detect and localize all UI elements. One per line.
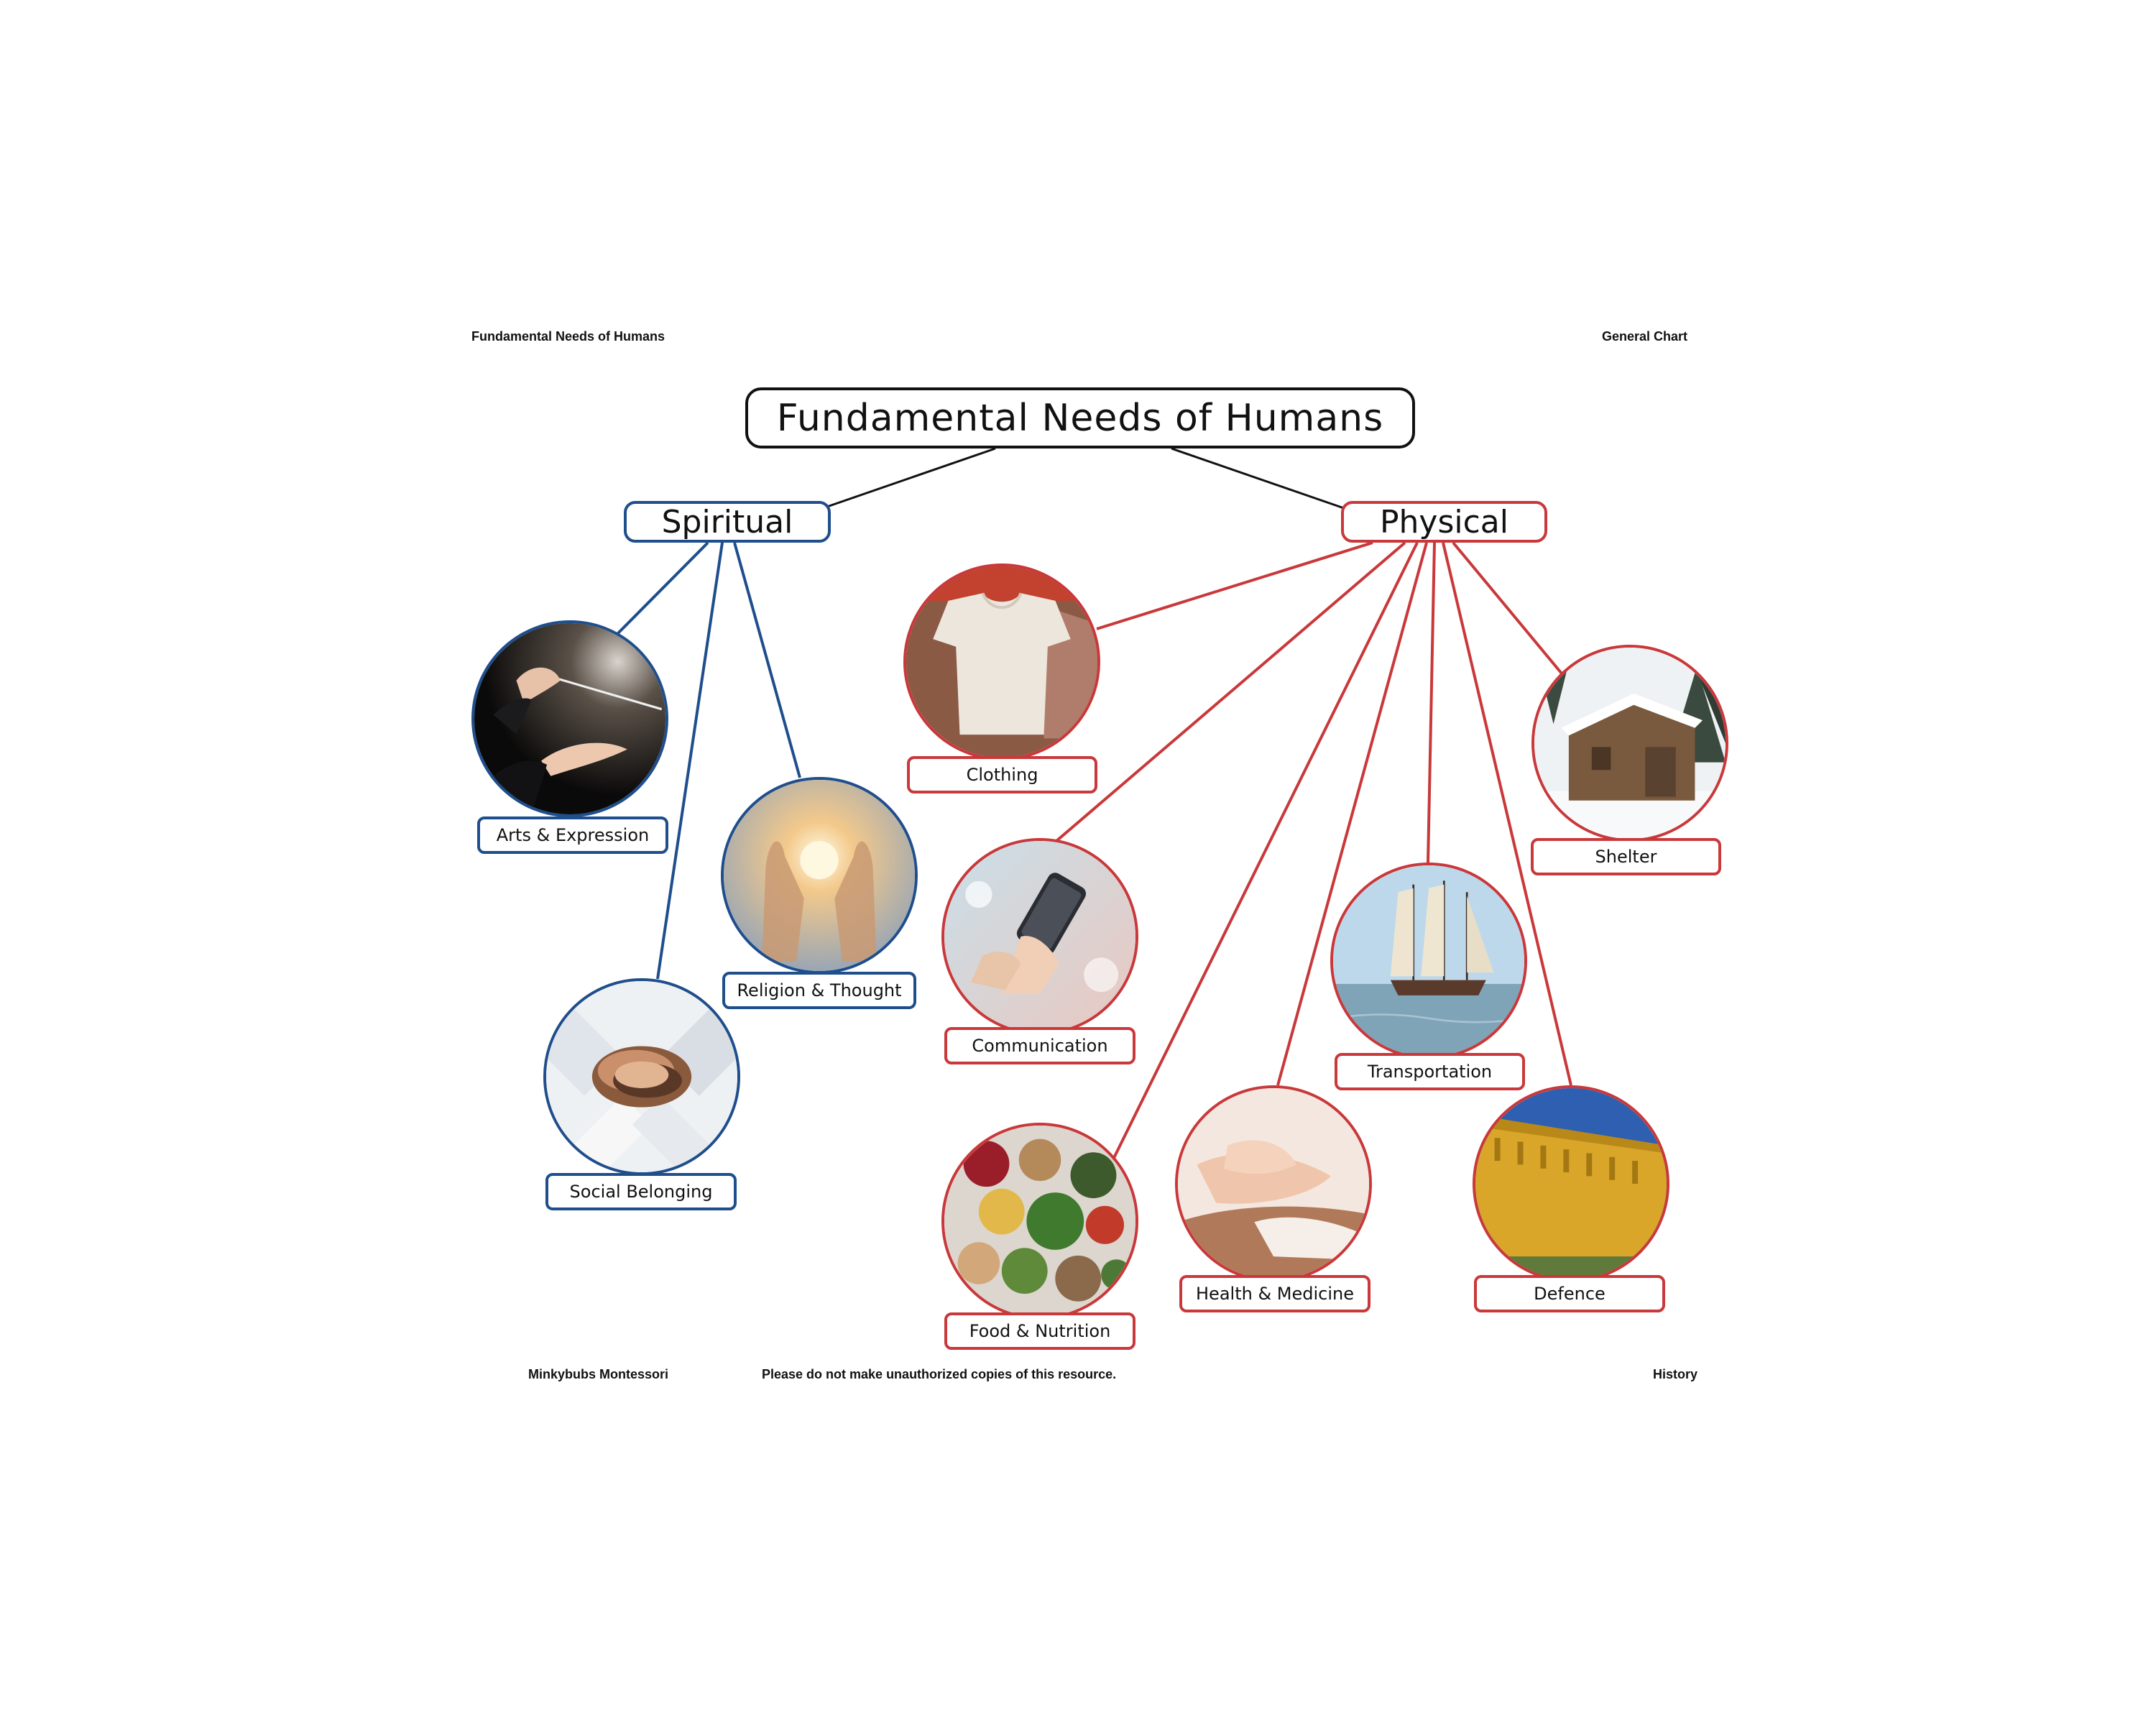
connector-physical-transportation <box>1427 542 1436 863</box>
footer-center-text: Please do not make unauthorized copies o… <box>762 1367 1117 1381</box>
connector-physical-communication <box>1055 541 1406 842</box>
category-physical-box: Physical <box>1341 501 1547 543</box>
label-health-text: Health & Medicine <box>1196 1284 1354 1304</box>
label-health-medicine: Health & Medicine <box>1179 1275 1370 1312</box>
header-right-text: General Chart <box>1602 329 1688 344</box>
connector-spiritual-arts <box>615 541 709 636</box>
label-shelter: Shelter <box>1531 838 1721 875</box>
label-communication: Communication <box>944 1027 1135 1064</box>
footer-right-text: History <box>1653 1367 1698 1381</box>
label-food-text: Food & Nutrition <box>969 1321 1111 1341</box>
label-communication-text: Communication <box>972 1036 1108 1056</box>
header-left-text: Fundamental Needs of Humans <box>471 329 665 344</box>
category-spiritual-label: Spiritual <box>661 503 793 540</box>
baby-clothes-image <box>903 564 1100 760</box>
snowy-cabin-image <box>1531 645 1728 842</box>
smartphone-image <box>941 838 1138 1035</box>
label-defence-text: Defence <box>1534 1284 1606 1304</box>
label-social-text: Social Belonging <box>569 1182 713 1202</box>
label-arts-expression: Arts & Expression <box>477 816 668 854</box>
label-transportation-text: Transportation <box>1367 1062 1493 1082</box>
sailing-ship-image <box>1330 862 1527 1059</box>
connector-physical-defence <box>1442 542 1572 1086</box>
label-shelter-text: Shelter <box>1595 847 1657 867</box>
connector-spiritual-social <box>656 542 724 980</box>
stacked-hands-image <box>543 978 740 1175</box>
category-physical-label: Physical <box>1380 503 1508 540</box>
healthy-food-image <box>941 1123 1138 1320</box>
connector-spiritual-religion <box>733 542 801 778</box>
label-defence: Defence <box>1474 1275 1665 1312</box>
connector-physical-food <box>1111 542 1419 1162</box>
caring-hands-image <box>1175 1085 1372 1282</box>
label-religion-thought: Religion & Thought <box>722 972 916 1009</box>
main-title-box: Fundamental Needs of Humans <box>745 387 1415 448</box>
label-clothing-text: Clothing <box>966 765 1038 785</box>
footer-left-text: Minkybubs Montessori <box>528 1367 669 1381</box>
label-transportation: Transportation <box>1335 1053 1525 1090</box>
connector-physical-health <box>1276 542 1428 1086</box>
praying-hands-light-image <box>721 777 918 974</box>
label-food-nutrition: Food & Nutrition <box>944 1312 1135 1350</box>
main-title: Fundamental Needs of Humans <box>776 396 1384 440</box>
connector-title-physical <box>1171 447 1345 510</box>
label-social-belonging: Social Belonging <box>545 1173 737 1210</box>
label-religion-text: Religion & Thought <box>737 980 902 1000</box>
connector-physical-clothing <box>1096 541 1373 630</box>
connector-physical-shelter <box>1452 541 1563 675</box>
conductor-hands-image <box>471 620 668 817</box>
fortress-wall-image <box>1473 1085 1669 1282</box>
category-spiritual-box: Spiritual <box>624 501 831 543</box>
label-arts-text: Arts & Expression <box>496 825 650 845</box>
connector-title-spiritual <box>822 447 996 510</box>
label-clothing: Clothing <box>907 756 1097 794</box>
